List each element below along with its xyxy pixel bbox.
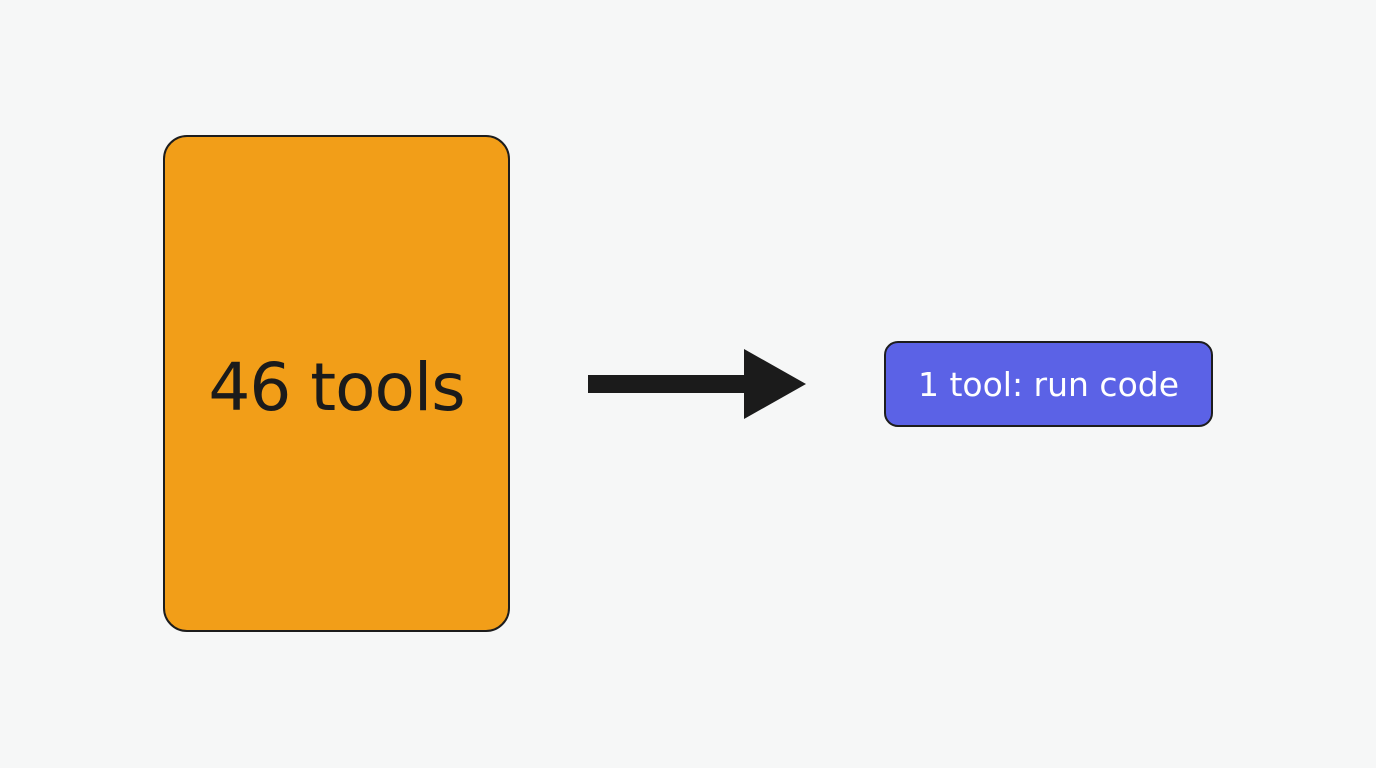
single-tool-box: 1 tool: run code [884,341,1213,427]
right-arrow-icon [588,349,806,419]
many-tools-box: 46 tools [163,135,510,632]
arrow-shaft [588,375,748,393]
single-tool-label: 1 tool: run code [917,364,1180,404]
many-tools-label: 46 tools [208,349,465,426]
arrow-head [744,349,806,419]
